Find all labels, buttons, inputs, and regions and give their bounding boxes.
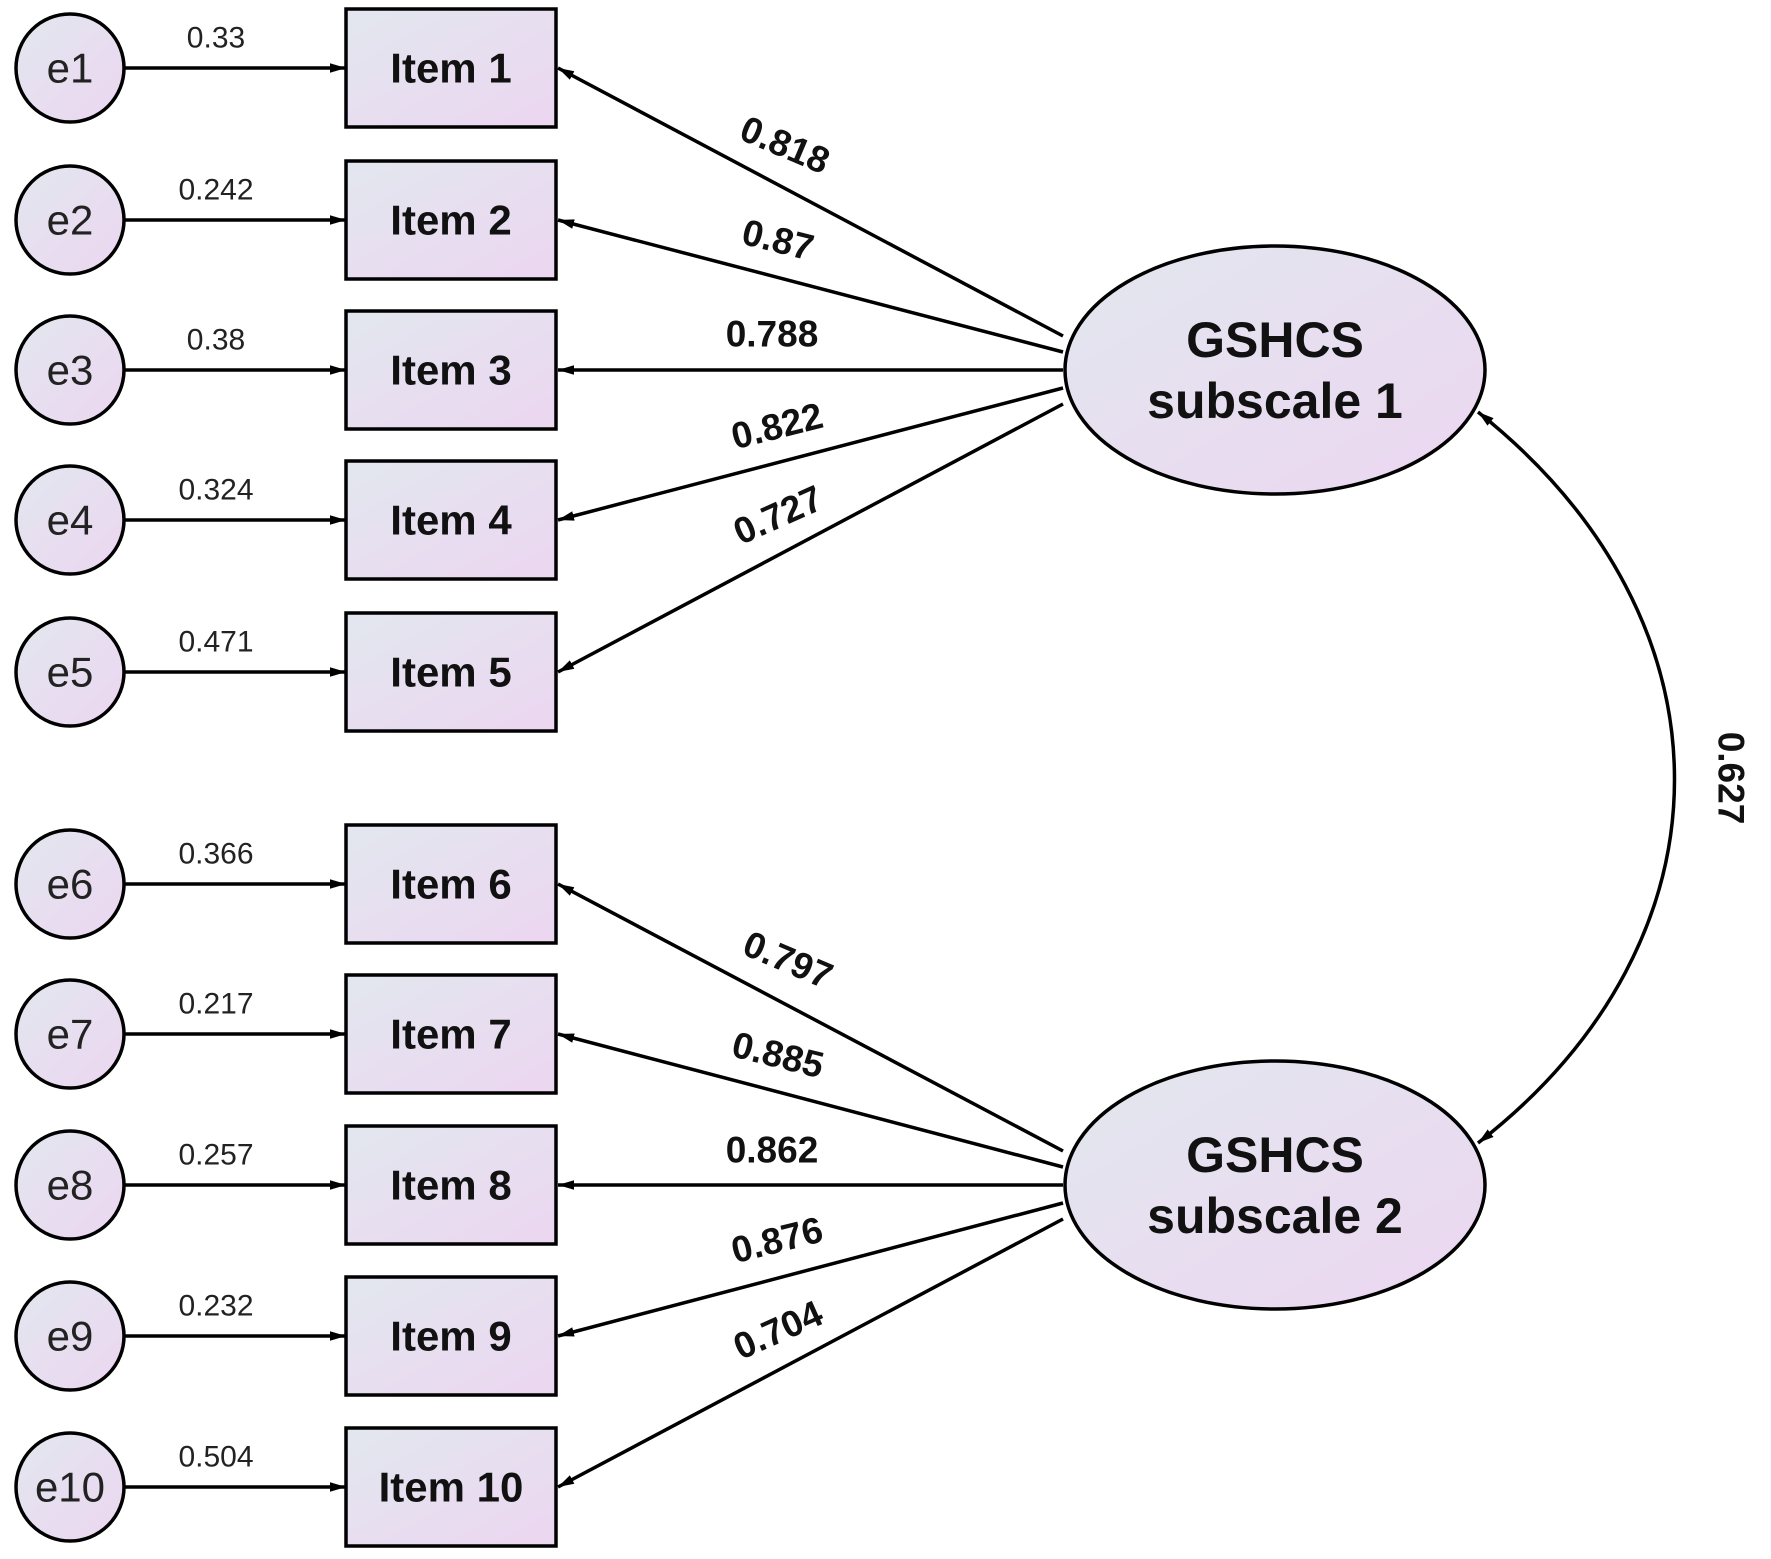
factor-loading-arrow bbox=[557, 218, 1064, 354]
error-variance-value: 0.232 bbox=[178, 1290, 253, 1323]
error-term-circle bbox=[14, 314, 126, 426]
observed-item-box bbox=[344, 1124, 558, 1246]
error-term-label: e3 bbox=[47, 347, 94, 394]
observed-item-box bbox=[344, 1275, 558, 1397]
factor-loading-value: 0.704 bbox=[727, 1292, 829, 1367]
factor-loading-value: 0.822 bbox=[727, 395, 827, 457]
error-term-circle bbox=[14, 616, 126, 728]
error-term-label: e6 bbox=[47, 861, 94, 908]
observed-item-label: Item 9 bbox=[390, 1313, 511, 1360]
observed-item-label: Item 7 bbox=[390, 1011, 511, 1058]
observed-item-box bbox=[344, 973, 558, 1095]
latent-factor-title: GSHCS bbox=[1186, 312, 1364, 368]
error-variance-value: 0.366 bbox=[178, 838, 253, 871]
error-term-circle bbox=[14, 828, 126, 940]
error-term-circle bbox=[14, 1280, 126, 1392]
factor-correlation-arrow bbox=[1476, 410, 1677, 1145]
latent-factor-ellipse bbox=[1063, 1059, 1487, 1311]
factor-loading-value: 0.876 bbox=[727, 1209, 827, 1271]
latent-factor-ellipse bbox=[1063, 244, 1487, 496]
error-variance-value: 0.257 bbox=[178, 1139, 253, 1172]
factor-loading-arrow bbox=[557, 1217, 1064, 1489]
error-term-label: e2 bbox=[47, 197, 94, 244]
factor-loading-arrow bbox=[557, 1201, 1064, 1338]
error-variance-value: 0.242 bbox=[178, 174, 253, 207]
error-variance-value: 0.324 bbox=[178, 474, 253, 507]
observed-item-label: Item 6 bbox=[390, 861, 511, 908]
factor-loading-arrow bbox=[557, 1032, 1064, 1169]
factor-loading-value: 0.885 bbox=[728, 1024, 828, 1086]
error-term-label: e4 bbox=[47, 497, 94, 544]
observed-item-box bbox=[344, 159, 558, 281]
observed-item-label: Item 10 bbox=[379, 1464, 524, 1511]
observed-item-box bbox=[344, 459, 558, 581]
error-variance-value: 0.217 bbox=[178, 988, 253, 1021]
error-term-label: e7 bbox=[47, 1011, 94, 1058]
error-term-circle bbox=[14, 1129, 126, 1241]
observed-item-label: Item 8 bbox=[390, 1162, 511, 1209]
factor-correlation-value: 0.627 bbox=[1711, 732, 1752, 825]
error-variance-value: 0.33 bbox=[187, 22, 245, 55]
error-term-label: e1 bbox=[47, 45, 94, 92]
error-term-label: e9 bbox=[47, 1313, 94, 1360]
observed-item-label: Item 2 bbox=[390, 197, 511, 244]
error-variance-value: 0.471 bbox=[178, 626, 253, 659]
observed-item-label: Item 5 bbox=[390, 649, 511, 696]
error-term-circle bbox=[14, 12, 126, 124]
factor-loading-value: 0.87 bbox=[738, 211, 818, 268]
latent-factor-subtitle: subscale 1 bbox=[1147, 373, 1403, 429]
error-term-circle bbox=[14, 464, 126, 576]
error-term-label: e5 bbox=[47, 649, 94, 696]
factor-loading-arrow bbox=[557, 386, 1064, 522]
error-term-circle bbox=[14, 1431, 126, 1543]
factor-loading-value: 0.788 bbox=[726, 314, 819, 355]
observed-item-box bbox=[344, 823, 558, 945]
error-variance-value: 0.504 bbox=[178, 1441, 253, 1474]
error-term-circle bbox=[14, 164, 126, 276]
factor-loading-value: 0.862 bbox=[726, 1130, 819, 1171]
factor-loading-value: 0.727 bbox=[727, 477, 828, 552]
observed-item-label: Item 4 bbox=[390, 497, 512, 544]
observed-item-box bbox=[344, 309, 558, 431]
observed-item-box bbox=[344, 1426, 558, 1548]
observed-item-box bbox=[344, 611, 558, 733]
error-term-label: e8 bbox=[47, 1162, 94, 1209]
observed-item-label: Item 3 bbox=[390, 347, 511, 394]
error-variance-value: 0.38 bbox=[187, 324, 245, 357]
latent-factor-subtitle: subscale 2 bbox=[1147, 1188, 1403, 1244]
factor-loading-arrow bbox=[557, 882, 1064, 1153]
observed-item-box bbox=[344, 7, 558, 129]
factor-loading-arrow bbox=[557, 402, 1064, 674]
error-term-circle bbox=[14, 978, 126, 1090]
observed-item-label: Item 1 bbox=[390, 45, 511, 92]
factor-loading-arrow bbox=[557, 66, 1064, 338]
latent-factor-title: GSHCS bbox=[1186, 1127, 1364, 1183]
error-term-label: e10 bbox=[35, 1464, 105, 1511]
